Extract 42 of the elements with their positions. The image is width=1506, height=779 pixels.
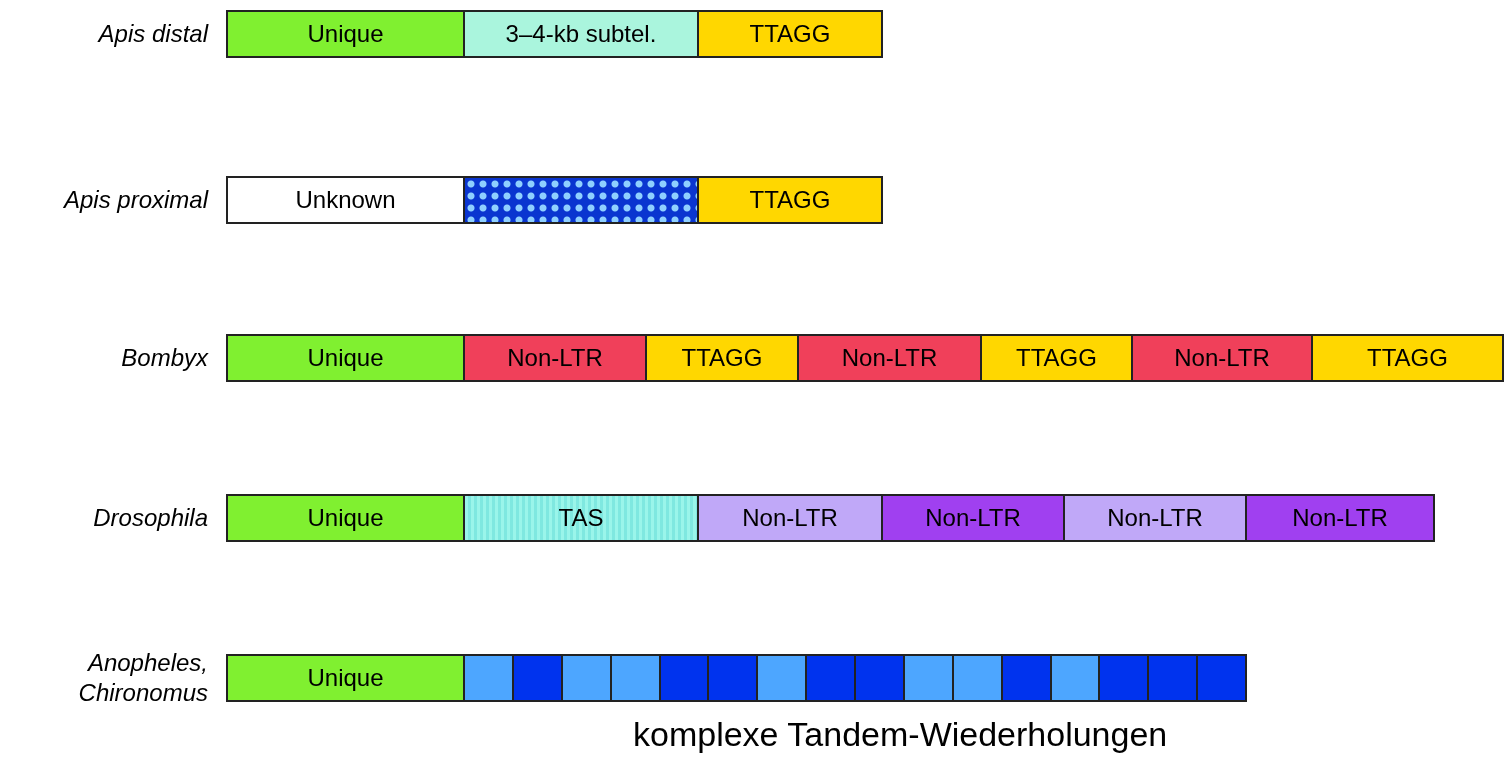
sequence-segment: TTAGG	[980, 334, 1133, 382]
repeat-block	[463, 654, 514, 702]
repeat-block	[854, 654, 905, 702]
repeat-block	[1196, 654, 1247, 702]
sequence-segment: Non-LTR	[1131, 334, 1313, 382]
sequence-segment: Non-LTR	[463, 334, 647, 382]
species-label: Drosophila	[92, 503, 208, 533]
sequence-segment: Non-LTR	[1063, 494, 1247, 542]
sequence-segment: TTAGG	[1311, 334, 1504, 382]
repeat-block	[561, 654, 612, 702]
repeat-block	[903, 654, 954, 702]
repeat-block	[610, 654, 661, 702]
sequence-segment: Non-LTR	[697, 494, 883, 542]
repeat-block	[756, 654, 807, 702]
species-label: Anopheles, Chironomus	[77, 648, 208, 708]
sequence-segment: Unknown	[226, 176, 465, 224]
sequence-segment: 3–4-kb subtel.	[463, 10, 699, 58]
sequence-segment: TTAGG	[645, 334, 799, 382]
sequence-segment: Unique	[226, 10, 465, 58]
sequence-segment: Unique	[226, 654, 465, 702]
species-label: Apis distal	[96, 19, 208, 49]
sequence-segment: Non-LTR	[797, 334, 982, 382]
sequence-segment: Unique	[226, 494, 465, 542]
repeat-block	[952, 654, 1003, 702]
sequence-segment: TTAGG	[697, 10, 883, 58]
repeat-block	[512, 654, 563, 702]
species-label: Bombyx	[120, 343, 208, 373]
species-label: Apis proximal	[62, 185, 208, 215]
repeat-block	[805, 654, 856, 702]
repeat-block	[463, 176, 699, 224]
sequence-segment: Non-LTR	[881, 494, 1065, 542]
sequence-segment: TTAGG	[697, 176, 883, 224]
repeat-block	[1098, 654, 1149, 702]
repeat-block	[1001, 654, 1052, 702]
sequence-segment: TAS	[463, 494, 699, 542]
repeat-block	[1147, 654, 1198, 702]
repeat-block	[659, 654, 709, 702]
repeat-block	[1050, 654, 1100, 702]
sequence-segment: Non-LTR	[1245, 494, 1435, 542]
repeat-block	[707, 654, 758, 702]
sequence-segment: Unique	[226, 334, 465, 382]
caption: komplexe Tandem-Wiederholungen	[633, 715, 1168, 754]
